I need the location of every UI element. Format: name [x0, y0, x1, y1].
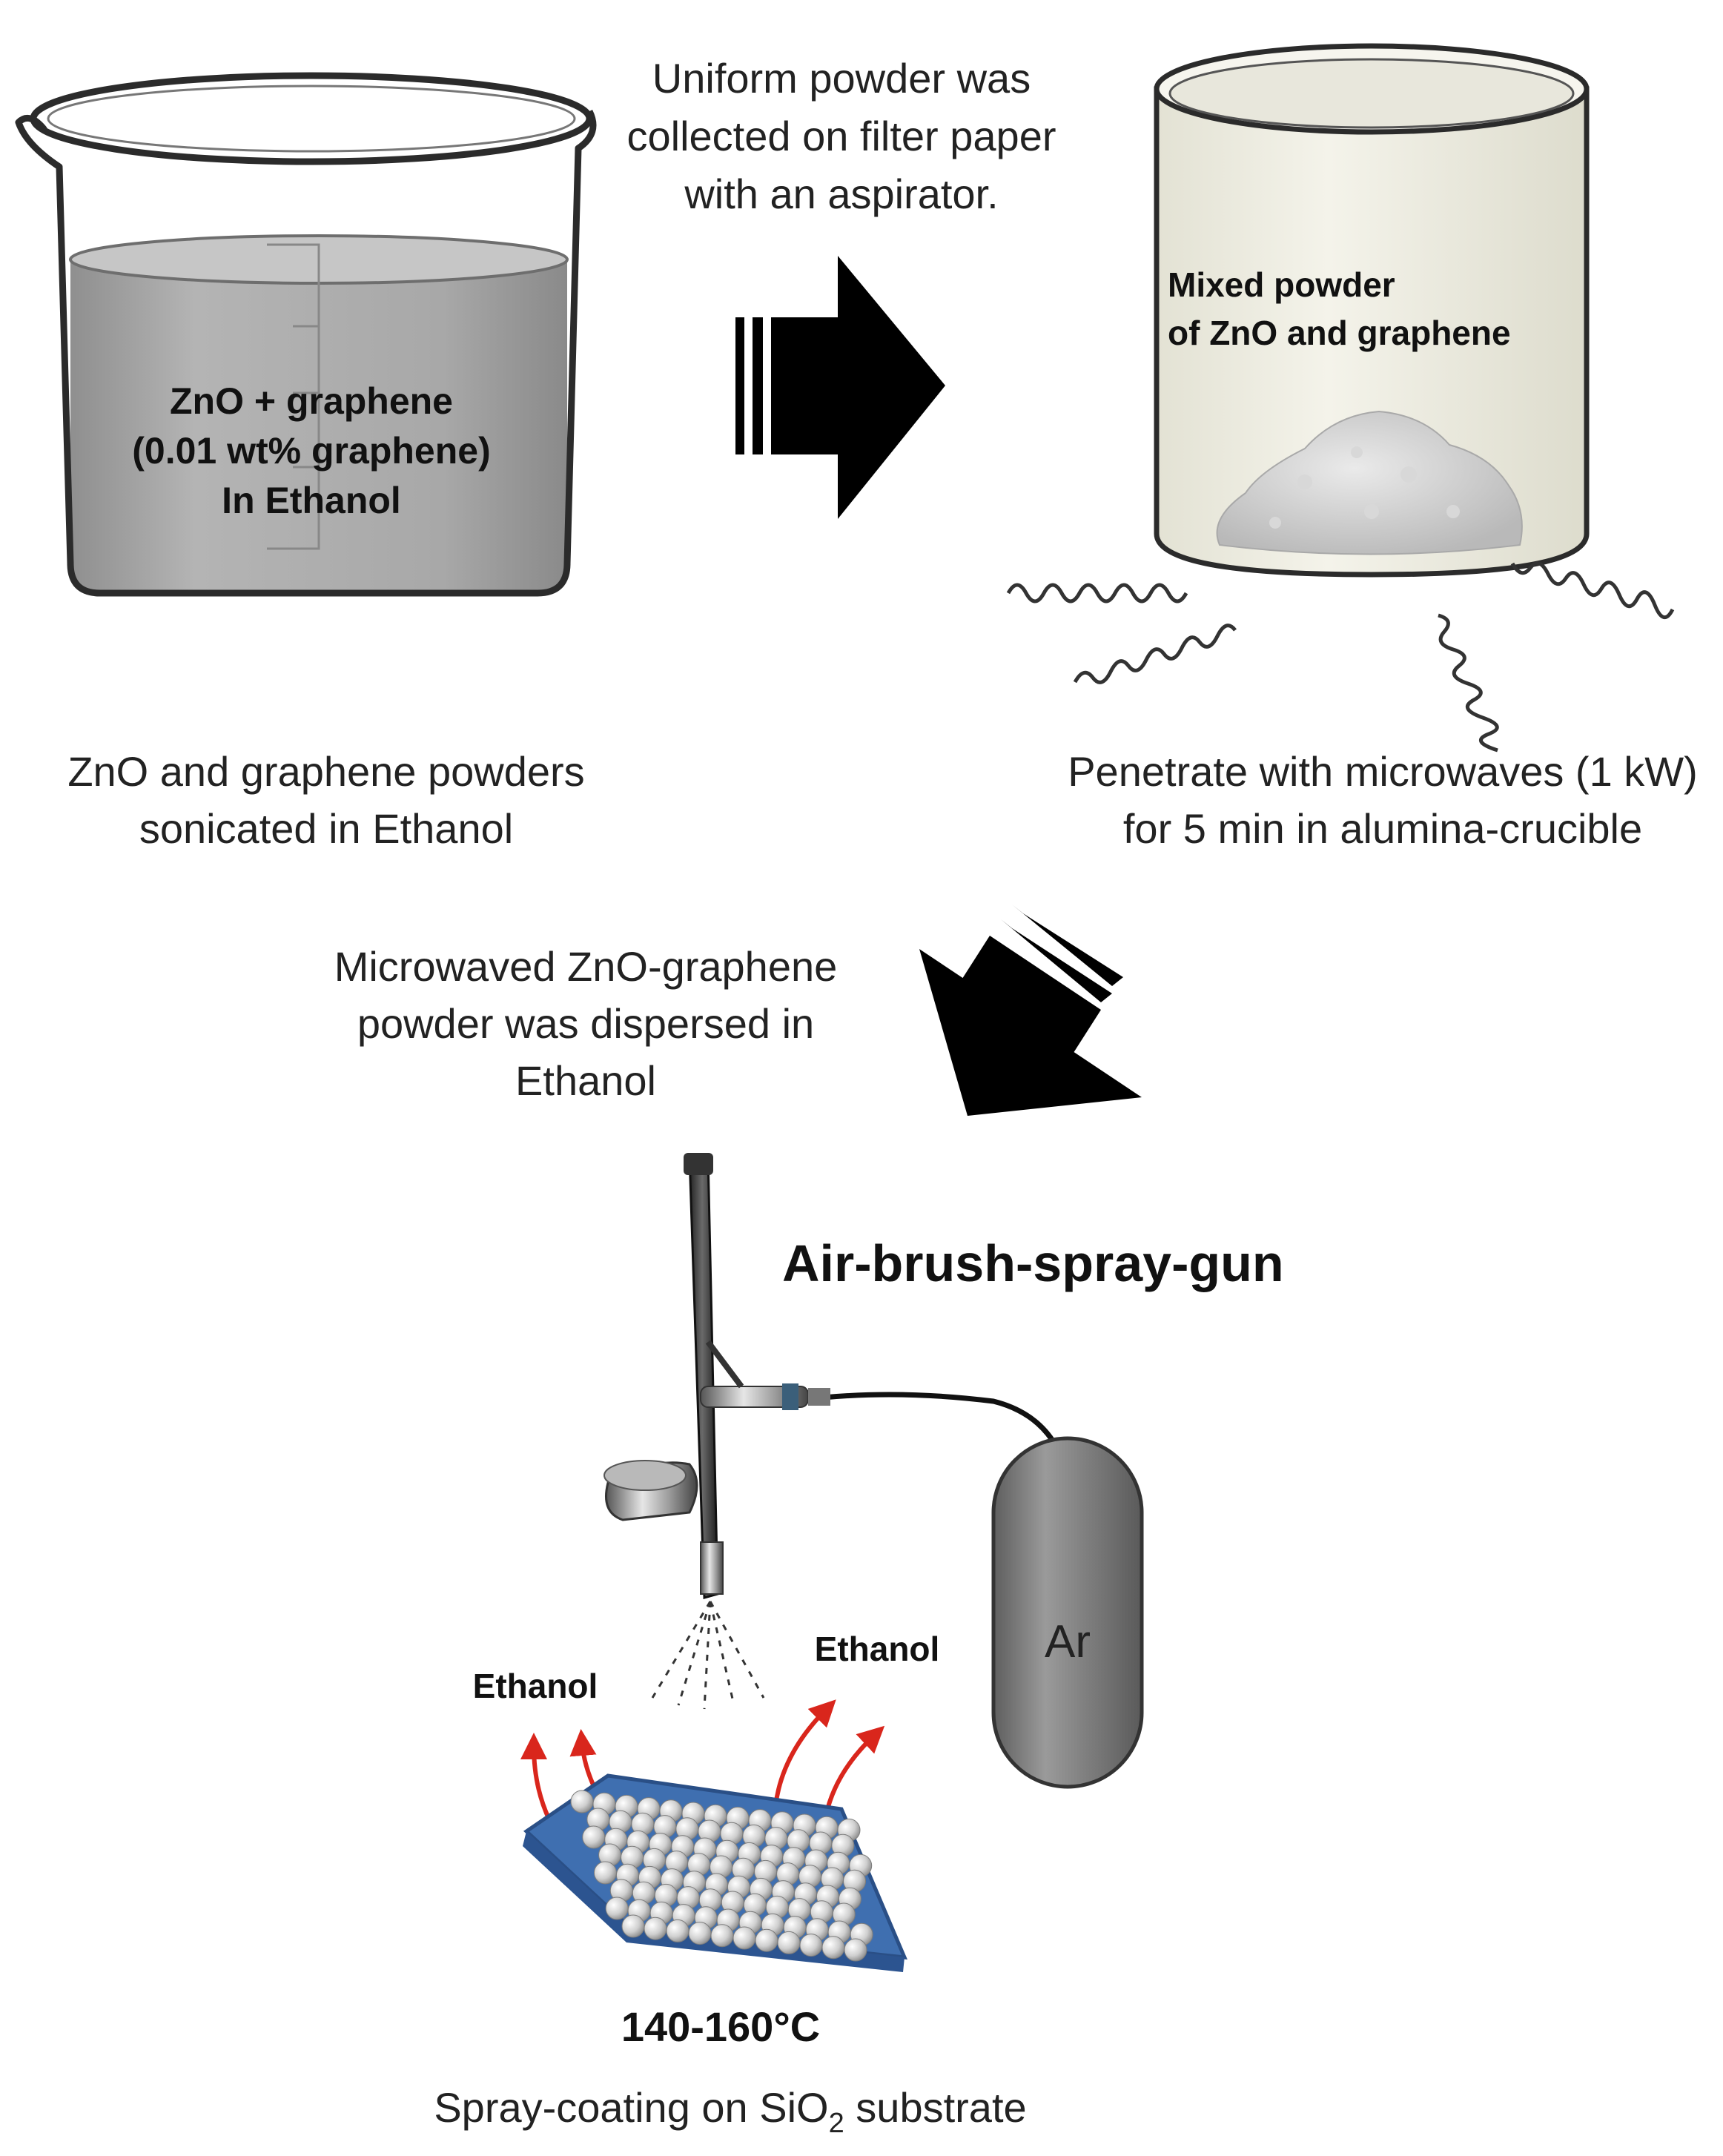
- crucible: Mixed powder of ZnO and graphene: [1154, 43, 1590, 578]
- wave-icon: [1510, 561, 1675, 619]
- beaker-graduations: [267, 243, 320, 550]
- beaker-glass: [15, 109, 597, 597]
- wave-icon: [1073, 624, 1237, 684]
- temperature-label: 140-160°C: [621, 2003, 820, 2050]
- crucible-label-line2: of ZnO and graphene: [1168, 314, 1511, 352]
- wave-icon: [1006, 583, 1188, 604]
- beaker-label-line2: (0.01 wt% graphene): [132, 430, 490, 472]
- crucible-caption-line2: for 5 min in alumina-crucible: [1123, 805, 1642, 852]
- particle: [593, 1861, 617, 1885]
- right-arrow-icon: [735, 256, 945, 519]
- crucible-caption-line1: Penetrate with microwaves (1 kW): [1068, 748, 1698, 795]
- particle: [666, 1919, 689, 1942]
- crucible-body: [1154, 86, 1590, 578]
- beaker-rim: [30, 72, 593, 165]
- powder-texture: [1269, 446, 1460, 529]
- vapor-label-right: Ethanol: [815, 1630, 940, 1668]
- particle: [570, 1790, 594, 1813]
- particle: [582, 1825, 606, 1849]
- particle: [755, 1928, 778, 1952]
- particle: [644, 1917, 667, 1940]
- step2-text-line1: Microwaved ZnO-graphene: [334, 943, 838, 990]
- step1-text-line2: collected on filter paper: [626, 113, 1056, 159]
- tank-label: Ar: [1045, 1616, 1091, 1667]
- beaker-rim-inner: [47, 85, 576, 153]
- beaker-caption-line1: ZnO and graphene powders: [67, 748, 584, 795]
- step1-text-line3: with an aspirator.: [684, 171, 998, 217]
- step1-text-line1: Uniform powder was: [652, 55, 1031, 102]
- tank-body: [991, 1436, 1144, 1789]
- powder-pile: [1216, 410, 1523, 555]
- sio2-substrate: [523, 1773, 907, 1972]
- caption-prefix: Spray-coating on SiO: [434, 2084, 828, 2131]
- vapor-label-left: Ethanol: [473, 1667, 598, 1705]
- beaker-caption-line2: sonicated in Ethanol: [139, 805, 513, 852]
- down-left-arrow-icon: [919, 905, 1142, 1116]
- airbrush-icon: [603, 1153, 1071, 1710]
- particle: [688, 1922, 712, 1945]
- crucible-label-line1: Mixed powder: [1168, 265, 1395, 304]
- particle: [710, 1924, 734, 1948]
- argon-tank: Ar: [991, 1436, 1144, 1789]
- particle: [732, 1926, 756, 1950]
- spray-mist: [651, 1601, 765, 1710]
- step2-text-line2: powder was dispersed in: [357, 1000, 814, 1047]
- caption-subscript: 2: [829, 2108, 844, 2139]
- wave-icon: [1438, 613, 1499, 753]
- caption-suffix: substrate: [844, 2084, 1027, 2131]
- particle: [621, 1914, 645, 1938]
- spray-caption: Spray-coating on SiO2 substrate: [434, 2084, 1026, 2139]
- beaker: ZnO + graphene (0.01 wt% graphene) In Et…: [15, 72, 597, 597]
- particle: [605, 1897, 629, 1920]
- step2-text-line3: Ethanol: [515, 1057, 656, 1104]
- coated-particles: [570, 1790, 873, 1962]
- particle: [777, 1931, 801, 1954]
- particle: [821, 1936, 845, 1960]
- beaker-label-line1: ZnO + graphene: [170, 380, 453, 422]
- crucible-inner-rim: [1168, 58, 1575, 129]
- particle: [844, 1938, 867, 1962]
- beaker-label-line3: In Ethanol: [222, 480, 401, 521]
- spray-gun-title: Air-brush-spray-gun: [782, 1234, 1284, 1292]
- substrate-edge: [523, 1831, 905, 1972]
- microwave-wave-icons: [1006, 561, 1675, 753]
- particle: [799, 1934, 823, 1957]
